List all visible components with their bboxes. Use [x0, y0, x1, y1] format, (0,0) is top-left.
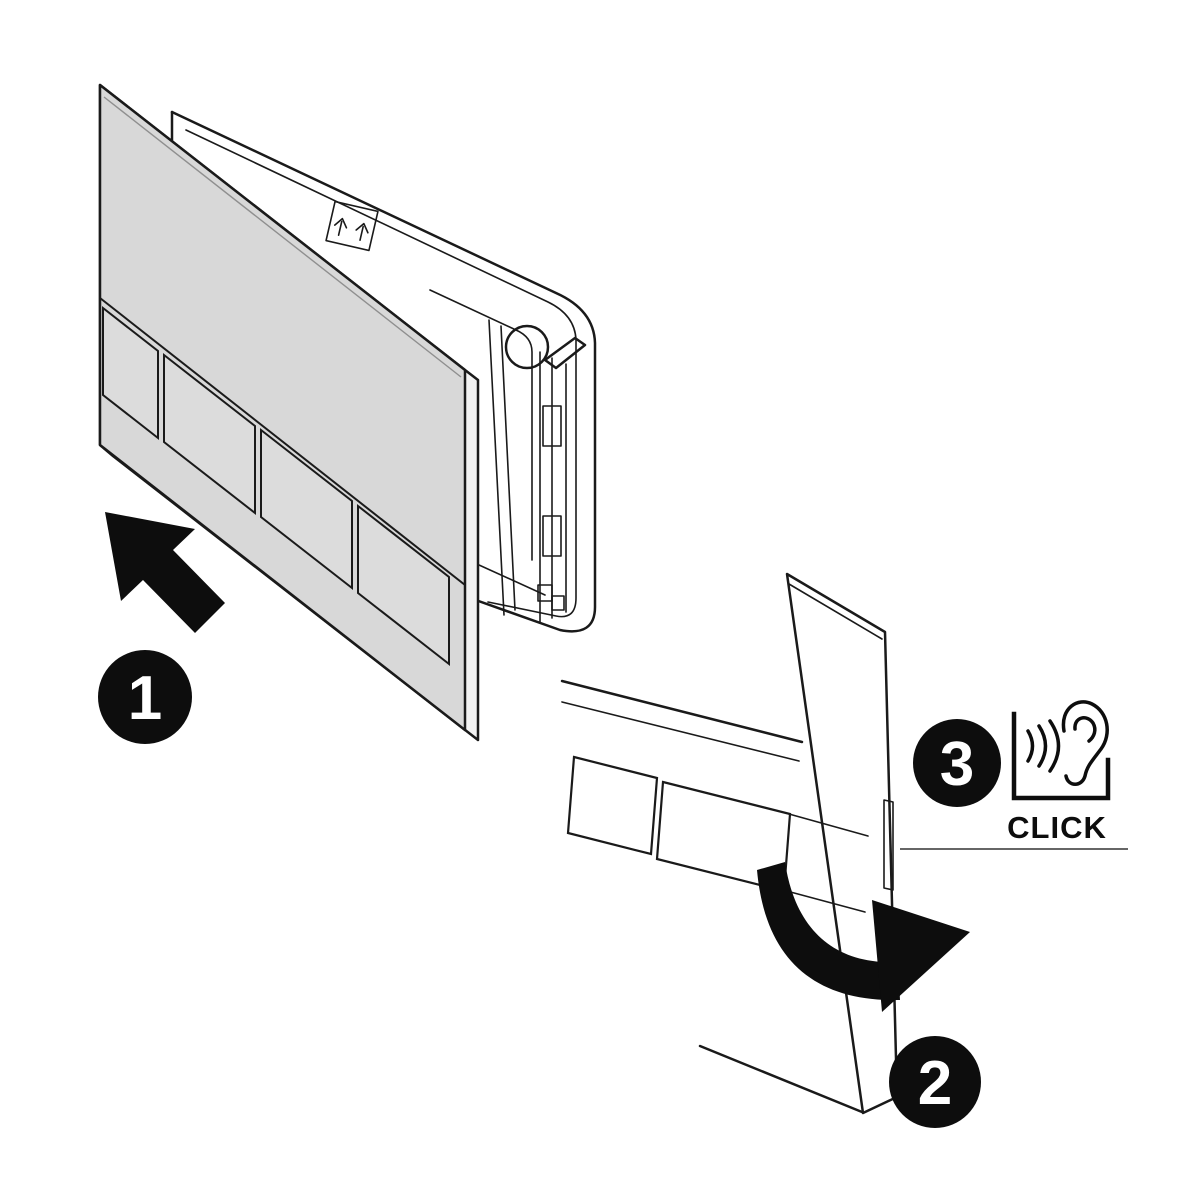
latch-slot	[883, 799, 894, 891]
ear-icon	[1061, 700, 1109, 786]
plate-button	[163, 352, 256, 516]
flush-plate	[98, 83, 480, 742]
step-1-number: 1	[128, 664, 162, 733]
click-indicator: CLICK	[900, 700, 1128, 850]
up-arrows-icon	[325, 200, 379, 252]
plate-button	[102, 305, 159, 441]
screw-hole	[504, 324, 550, 370]
click-label: CLICK	[1007, 810, 1107, 845]
step-1-badge: 1	[98, 650, 192, 744]
step-2-badge: 2	[889, 1036, 981, 1128]
mounting-frame	[170, 110, 597, 633]
plate-button	[357, 503, 450, 667]
insert-direction-arrow-icon	[105, 512, 225, 633]
flush-plate-rotating	[560, 572, 899, 1115]
rotate-press-arrow-icon	[757, 862, 970, 1012]
click-frame	[1011, 711, 1111, 801]
sound-waves-icon	[1026, 719, 1061, 773]
plate-button	[566, 755, 659, 856]
step-2-number: 2	[918, 1049, 952, 1118]
step-3-number: 3	[940, 730, 974, 799]
latch-mechanism	[537, 336, 587, 623]
step-3-badge: 3	[913, 719, 1001, 807]
plate-button	[260, 427, 353, 591]
